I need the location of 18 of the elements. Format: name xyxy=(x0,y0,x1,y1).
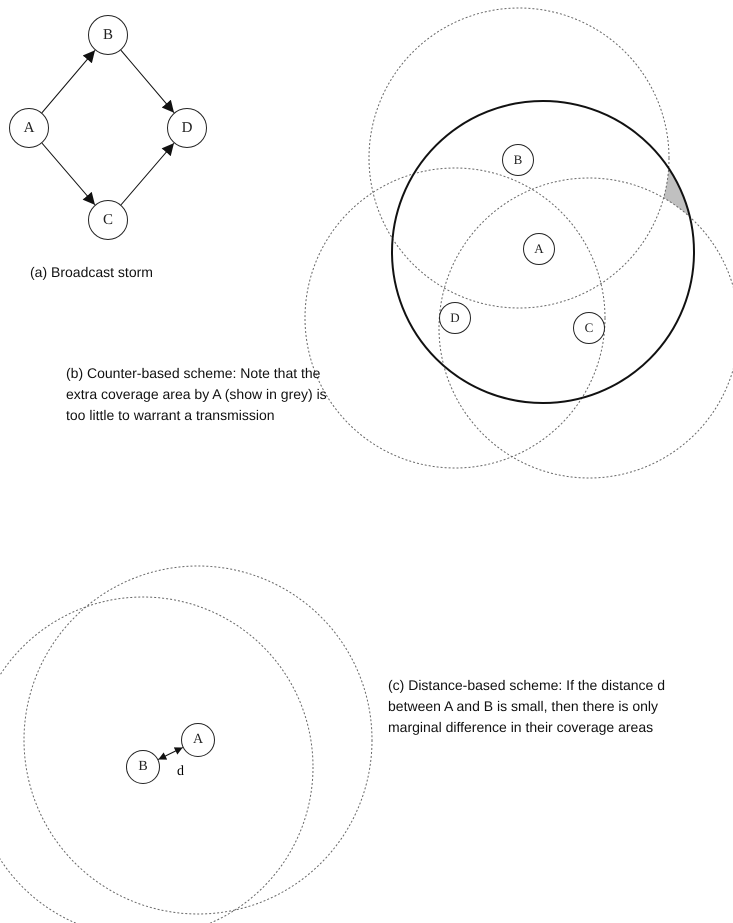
caption: (a) Broadcast storm xyxy=(30,263,154,282)
node-circle: C xyxy=(573,312,605,344)
caption: (c) Distance-based scheme: If the distance d between A and B is small, then there is only marginal difference in their coverage areas xyxy=(388,676,666,737)
arrow xyxy=(120,50,175,114)
arrow xyxy=(42,142,96,206)
node-circle: B xyxy=(126,750,160,784)
arrow xyxy=(158,747,184,760)
arrow xyxy=(120,142,174,206)
node-circle: B xyxy=(88,15,128,55)
node-circle: D xyxy=(439,302,471,334)
node-circle: A xyxy=(523,233,555,265)
node-circle: A xyxy=(9,108,49,148)
arrow xyxy=(41,50,96,114)
caption: (b) Counter-based scheme: Note that the extra coverage area by A (show in grey) is too little to warrant a transmission xyxy=(66,364,328,425)
node-circle: A xyxy=(181,723,215,757)
node-circle: B xyxy=(502,144,534,176)
node-circle: C xyxy=(88,200,128,240)
node-circle: D xyxy=(167,108,207,148)
